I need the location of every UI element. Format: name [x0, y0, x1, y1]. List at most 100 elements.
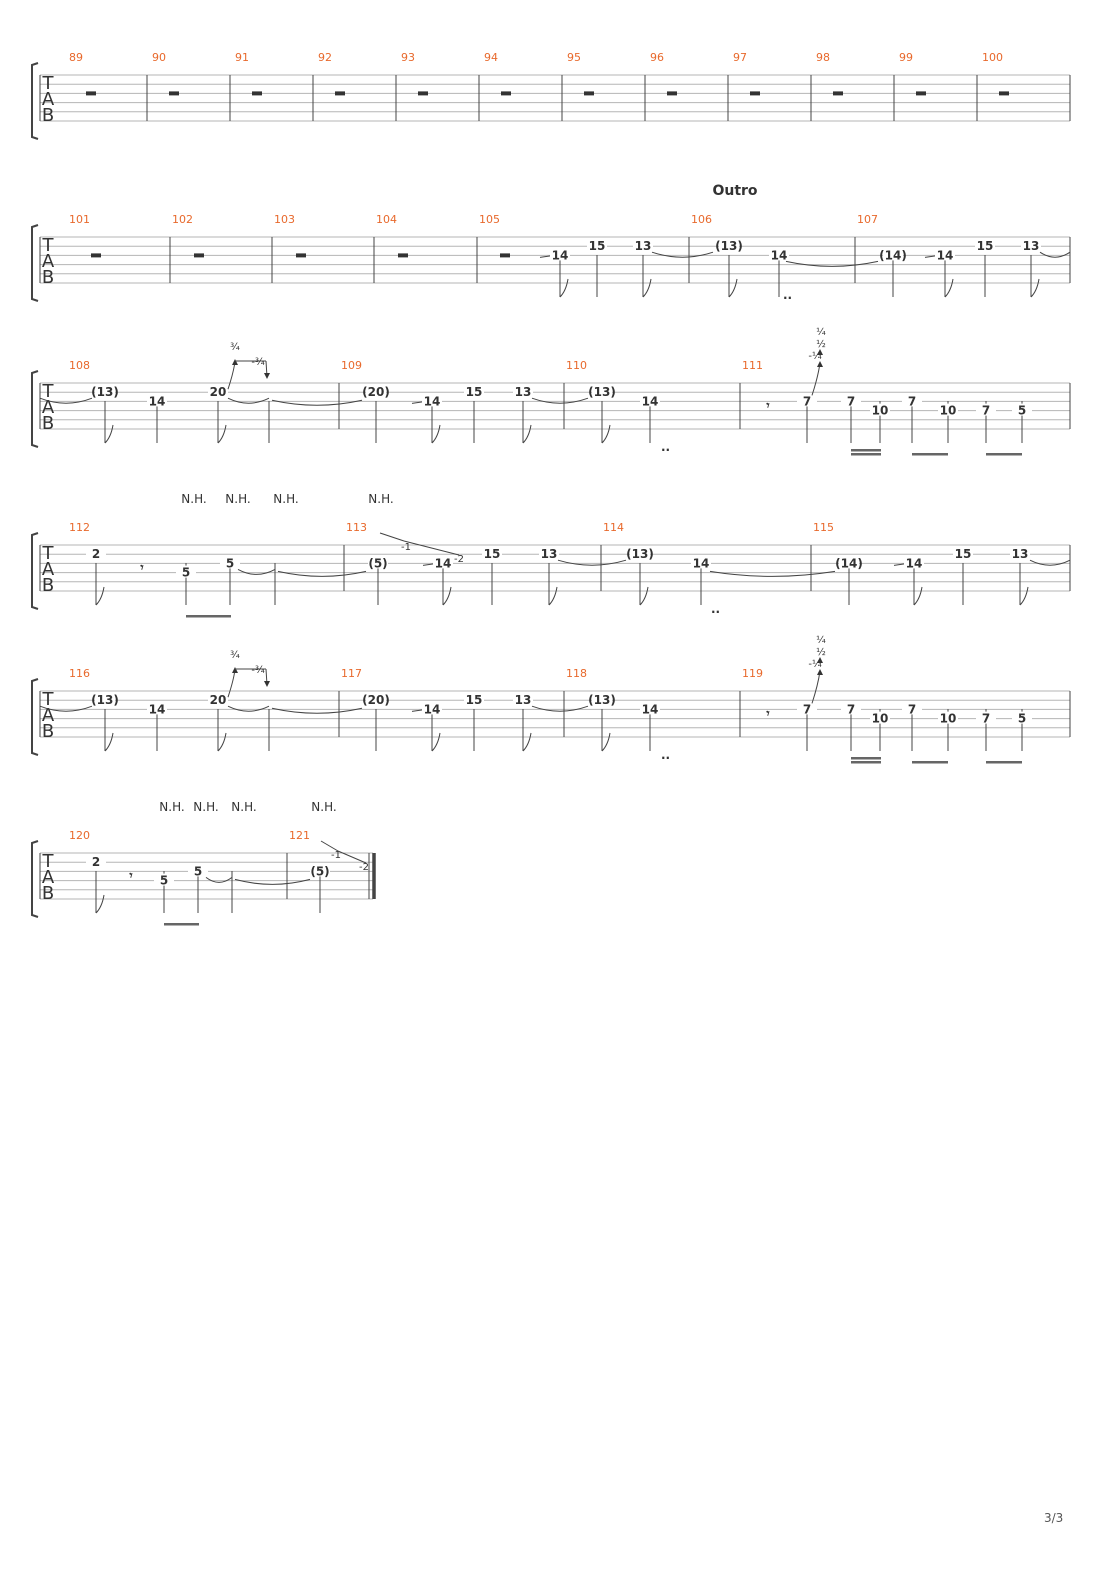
fret-bg	[904, 556, 924, 569]
tab-clef-letter: T	[42, 851, 55, 872]
bend-amount: ½	[816, 338, 826, 350]
fret-bg	[633, 239, 653, 252]
fret-number: (5)	[368, 556, 387, 570]
bend-arrow	[232, 359, 238, 365]
release-amount: -¾	[251, 357, 265, 368]
half-rest	[335, 91, 345, 96]
tab-clef-letter: B	[42, 105, 54, 126]
eighth-flag	[522, 424, 532, 444]
half-rest	[418, 91, 428, 96]
eighth-rest: 𝄾	[128, 868, 133, 882]
eighth-flag	[559, 278, 569, 298]
tab-clef-letter: T	[42, 381, 55, 402]
bend-amount: ¼	[816, 326, 826, 338]
whammy-amount: -2	[454, 554, 464, 565]
bend-amount: ¼	[816, 634, 826, 646]
fret-number: 7	[982, 712, 990, 726]
whammy-amount: -1	[331, 850, 341, 861]
tie	[785, 260, 879, 267]
eighth-flag	[104, 732, 114, 752]
fret-bg	[883, 248, 903, 261]
eighth-flag	[95, 586, 105, 606]
eighth-flag	[728, 278, 738, 298]
augmentation-dots: ..	[783, 288, 792, 302]
fret-number: 7	[982, 404, 990, 418]
system-bracket	[31, 370, 39, 448]
fret-bg	[1010, 547, 1030, 560]
fret-bg	[366, 385, 386, 398]
fret-number: 15	[589, 239, 606, 253]
measure-number: 105	[479, 213, 500, 226]
bend-curve	[227, 360, 236, 390]
fret-number: 14	[642, 702, 659, 716]
release-amount: -¼	[808, 350, 822, 362]
fret-number: (13)	[715, 239, 743, 253]
tab-clef-letter: T	[42, 543, 55, 564]
beam	[851, 449, 881, 452]
release-amount: -¼	[808, 658, 822, 670]
fret-bg	[630, 547, 650, 560]
half-rest	[584, 91, 594, 96]
natural-harmonic-label: N.H.	[193, 800, 218, 814]
fret-bg	[513, 693, 533, 706]
fret-number: (13)	[588, 385, 616, 399]
measure-number: 106	[691, 213, 712, 226]
tab-clef-letter: T	[42, 73, 55, 94]
fret-bg	[902, 702, 922, 715]
tab-clef-letter: B	[42, 413, 54, 434]
fret-bg	[953, 547, 973, 560]
fret-number: 14	[693, 556, 710, 570]
fret-number: (13)	[91, 385, 119, 399]
beam	[986, 761, 1022, 764]
fret-number: 7	[803, 394, 811, 408]
tab-clef-letter: T	[42, 689, 55, 710]
fret-bg	[86, 547, 106, 560]
eighth-flag	[442, 586, 452, 606]
half-rest	[999, 91, 1009, 96]
tie	[234, 878, 311, 885]
system-bracket	[31, 224, 39, 302]
fret-number: 5	[194, 864, 202, 878]
measure-number: 116	[69, 667, 90, 680]
fret-bg	[482, 547, 502, 560]
tie	[237, 568, 276, 575]
eighth-flag	[601, 424, 611, 444]
tab-clef-letter: A	[42, 89, 55, 110]
fret-number: 14	[642, 394, 659, 408]
measure-number: 100	[982, 51, 1003, 64]
fret-number: 15	[977, 239, 994, 253]
page-number: 3/3	[1044, 1511, 1064, 1525]
beam	[912, 453, 948, 456]
measure-number: 93	[401, 51, 415, 64]
fret-bg	[938, 711, 958, 724]
natural-harmonic-label: N.H.	[181, 492, 206, 506]
measure-number: 104	[376, 213, 397, 226]
tie	[39, 397, 93, 404]
tab-clef-letter: B	[42, 267, 54, 288]
fret-bg	[208, 385, 228, 398]
whammy-amount: -1	[401, 542, 411, 553]
eighth-flag	[95, 894, 105, 914]
bend-amount: ¾	[230, 342, 240, 353]
tab-clef-letter: B	[42, 721, 54, 742]
measure-number: 97	[733, 51, 747, 64]
eighth-flag	[431, 732, 441, 752]
beam	[186, 615, 231, 618]
measure-number: 118	[566, 667, 587, 680]
fret-bg	[550, 248, 570, 261]
fret-bg	[640, 394, 660, 407]
fret-bg	[1021, 239, 1041, 252]
measure-number: 110	[566, 359, 587, 372]
tie	[227, 397, 270, 404]
fret-number: 13	[515, 693, 532, 707]
measure-number: 99	[899, 51, 913, 64]
measure-number: 119	[742, 667, 763, 680]
system-bracket	[31, 678, 39, 756]
fret-bg	[513, 385, 533, 398]
measure-number: 112	[69, 521, 90, 534]
measure-number: 101	[69, 213, 90, 226]
fret-number: 13	[541, 547, 558, 561]
fret-bg	[769, 248, 789, 261]
